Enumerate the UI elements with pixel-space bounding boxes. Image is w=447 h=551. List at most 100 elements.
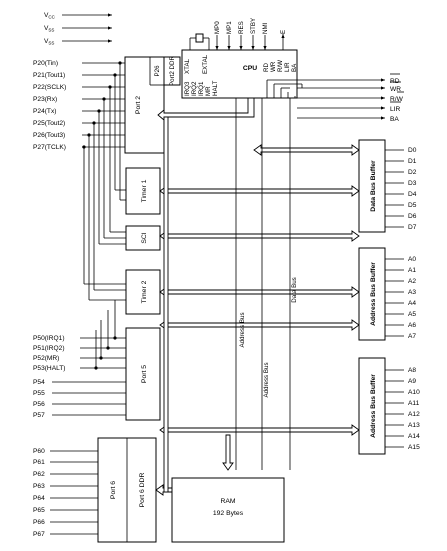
address-pin-label: A3 (408, 289, 416, 296)
ram-block: RAM 192 Bytes (171, 477, 285, 543)
cpu-pin-label: EXTAL (202, 54, 209, 74)
cpu-pin-label: RD (263, 63, 270, 72)
timer1-label: Timer 1 (141, 179, 148, 202)
cpu-output-pins: RD WR R/W LIR BA (266, 73, 404, 123)
port6-pin-label: P60 (33, 448, 45, 455)
data-pins: D0 D1 D2 D3 D4 D5 D6 D7 (385, 147, 417, 231)
port6-ddr-label: Port 6 DDR (139, 473, 146, 508)
port5-pins: P50(IRQ1) P51(IRQ2) P52(MR) P53(HALT) P5… (33, 300, 126, 419)
port5-label: Port 5 (141, 365, 148, 383)
cpu-top-pins: MP0 MP1 RES STBY NMI E (214, 18, 287, 50)
sci-block: SCI (125, 225, 161, 251)
bus-lines: Data Bus Address Bus Address Bus (235, 98, 298, 470)
port2-pin-label: P26(Tout3) (33, 132, 65, 139)
port5-pin-label: P56 (33, 401, 45, 408)
p26-label: P26 (154, 65, 161, 77)
vcc-label: VCC (44, 12, 56, 20)
port5-pin-label: P57 (33, 412, 45, 419)
port2-pin-label: P21(Tout1) (33, 72, 65, 79)
port5-pin-label: P54 (33, 379, 45, 386)
address-pin-label: A12 (408, 411, 420, 418)
port6-pin-label: P66 (33, 519, 45, 526)
port6-label: Port 6 (110, 481, 117, 499)
address-pin-label: A14 (408, 433, 420, 440)
cpu-pin-label: IRQ1 (198, 81, 205, 96)
cpu-pin-label: R/W (277, 60, 284, 72)
port6-pin-label: P62 (33, 471, 45, 478)
data-pin-label: D5 (408, 202, 417, 209)
address-pin-label: A4 (408, 300, 416, 307)
cpu-pin-label: IRQ3 (184, 81, 191, 96)
address-pin-label: A10 (408, 389, 420, 396)
cpu-out-pin-label: R/W (390, 96, 404, 103)
cpu-pin-label: XTAL (184, 58, 191, 74)
cpu-bus-stub (157, 97, 255, 121)
ram-size: 192 Bytes (213, 510, 244, 517)
cpu-top-pin-label: MP1 (226, 21, 233, 34)
data-pin-label: D3 (408, 180, 417, 187)
address-pin-label: A8 (408, 367, 416, 374)
port6-pin-label: P64 (33, 495, 45, 502)
crystal-icon (189, 33, 210, 50)
port2-block: Port 2 P26 Port2 DDR Port2 DDR (124, 56, 181, 154)
cpu-pin-label: BA (291, 63, 298, 72)
cpu-pin-label: MR (205, 86, 212, 96)
port2-pin-label: P20(Tin) (33, 60, 58, 67)
port6-block: Port 6 Port 6 DDR (97, 437, 157, 543)
port6-pin-label: P65 (33, 507, 45, 514)
port2-pin-label: P22(SCLK) (33, 84, 66, 91)
address-pin-label: A0 (408, 256, 416, 263)
address-pin-label: A1 (408, 267, 416, 274)
address-pin-label: A7 (408, 333, 416, 340)
port5-pin-label: P53(HALT) (33, 365, 66, 372)
address-pin-label: A15 (408, 444, 420, 451)
port2-pin-label: P24(Tx) (33, 108, 56, 115)
timer1-block: Timer 1 (125, 167, 161, 215)
internal-buses (155, 116, 360, 496)
data-pin-label: D0 (408, 147, 417, 154)
timer2-block: Timer 2 (125, 269, 161, 315)
port5-pin-label: P50(IRQ1) (33, 335, 65, 342)
address-bus-buffer-lo: Address Bus Buffer (358, 247, 386, 341)
cpu-block: CPU IRQ3 IRQ2 IRQ1 MR HALT XTAL EXTAL RD… (181, 49, 298, 99)
port2-pin-label: P27(TCLK) (33, 144, 66, 151)
address-bus-buffer-lo-label: Address Bus Buffer (370, 262, 377, 326)
data-pin-label: D1 (408, 158, 417, 165)
port6-pin-label: P61 (33, 459, 45, 466)
cpu-top-pin-label: MP0 (214, 21, 221, 34)
cpu-pin-label: LIR (284, 62, 291, 72)
cpu-out-pin-label: BA (390, 116, 399, 123)
cpu-top-pin-label: NMI (262, 22, 269, 34)
data-bus-buffer-label: Data Bus Buffer (370, 160, 377, 212)
port2-pin-label: P23(Rx) (33, 96, 57, 103)
port2-ddr-label-inner: Port2 DDR (169, 56, 176, 86)
cpu-label: CPU (243, 65, 257, 72)
address-hi-pins: A8 A9 A10 A11 A12 A13 A14 A15 (385, 367, 420, 451)
data-pin-label: D7 (408, 224, 417, 231)
port6-pins: P60 P61 P62 P63 P64 P65 P66 P67 (33, 448, 98, 538)
port2-pin-label: P25(Tout2) (33, 120, 65, 127)
data-pin-label: D6 (408, 213, 417, 220)
port5-block: Port 5 (125, 327, 161, 421)
port5-pin-label: P51(IRQ2) (33, 345, 65, 352)
vss1-label: VSS (44, 25, 54, 33)
address-pin-label: A6 (408, 322, 416, 329)
address-bus-buffer-hi-label: Address Bus Buffer (370, 374, 377, 438)
port5-pin-label: P55 (33, 390, 45, 397)
address-pin-label: A5 (408, 311, 416, 318)
cpu-pin-label: WR (270, 61, 277, 72)
ram-title: RAM (220, 498, 235, 505)
data-pin-label: D2 (408, 169, 417, 176)
vss2-label: VSS (44, 38, 54, 46)
data-bus-buffer: Data Bus Buffer (358, 139, 386, 233)
cpu-pin-label: HALT (212, 80, 219, 96)
port2-label: Port 2 (135, 96, 142, 114)
address-pin-label: A11 (408, 400, 420, 407)
address-pin-label: A9 (408, 378, 416, 385)
data-pin-label: D4 (408, 191, 417, 198)
port6-pin-label: P63 (33, 483, 45, 490)
port5-pin-label: P52(MR) (33, 355, 59, 362)
data-bus-label: Data Bus (291, 277, 298, 302)
cpu-top-pin-label: RES (238, 21, 245, 34)
cpu-out-pin-label: WR (390, 86, 401, 93)
